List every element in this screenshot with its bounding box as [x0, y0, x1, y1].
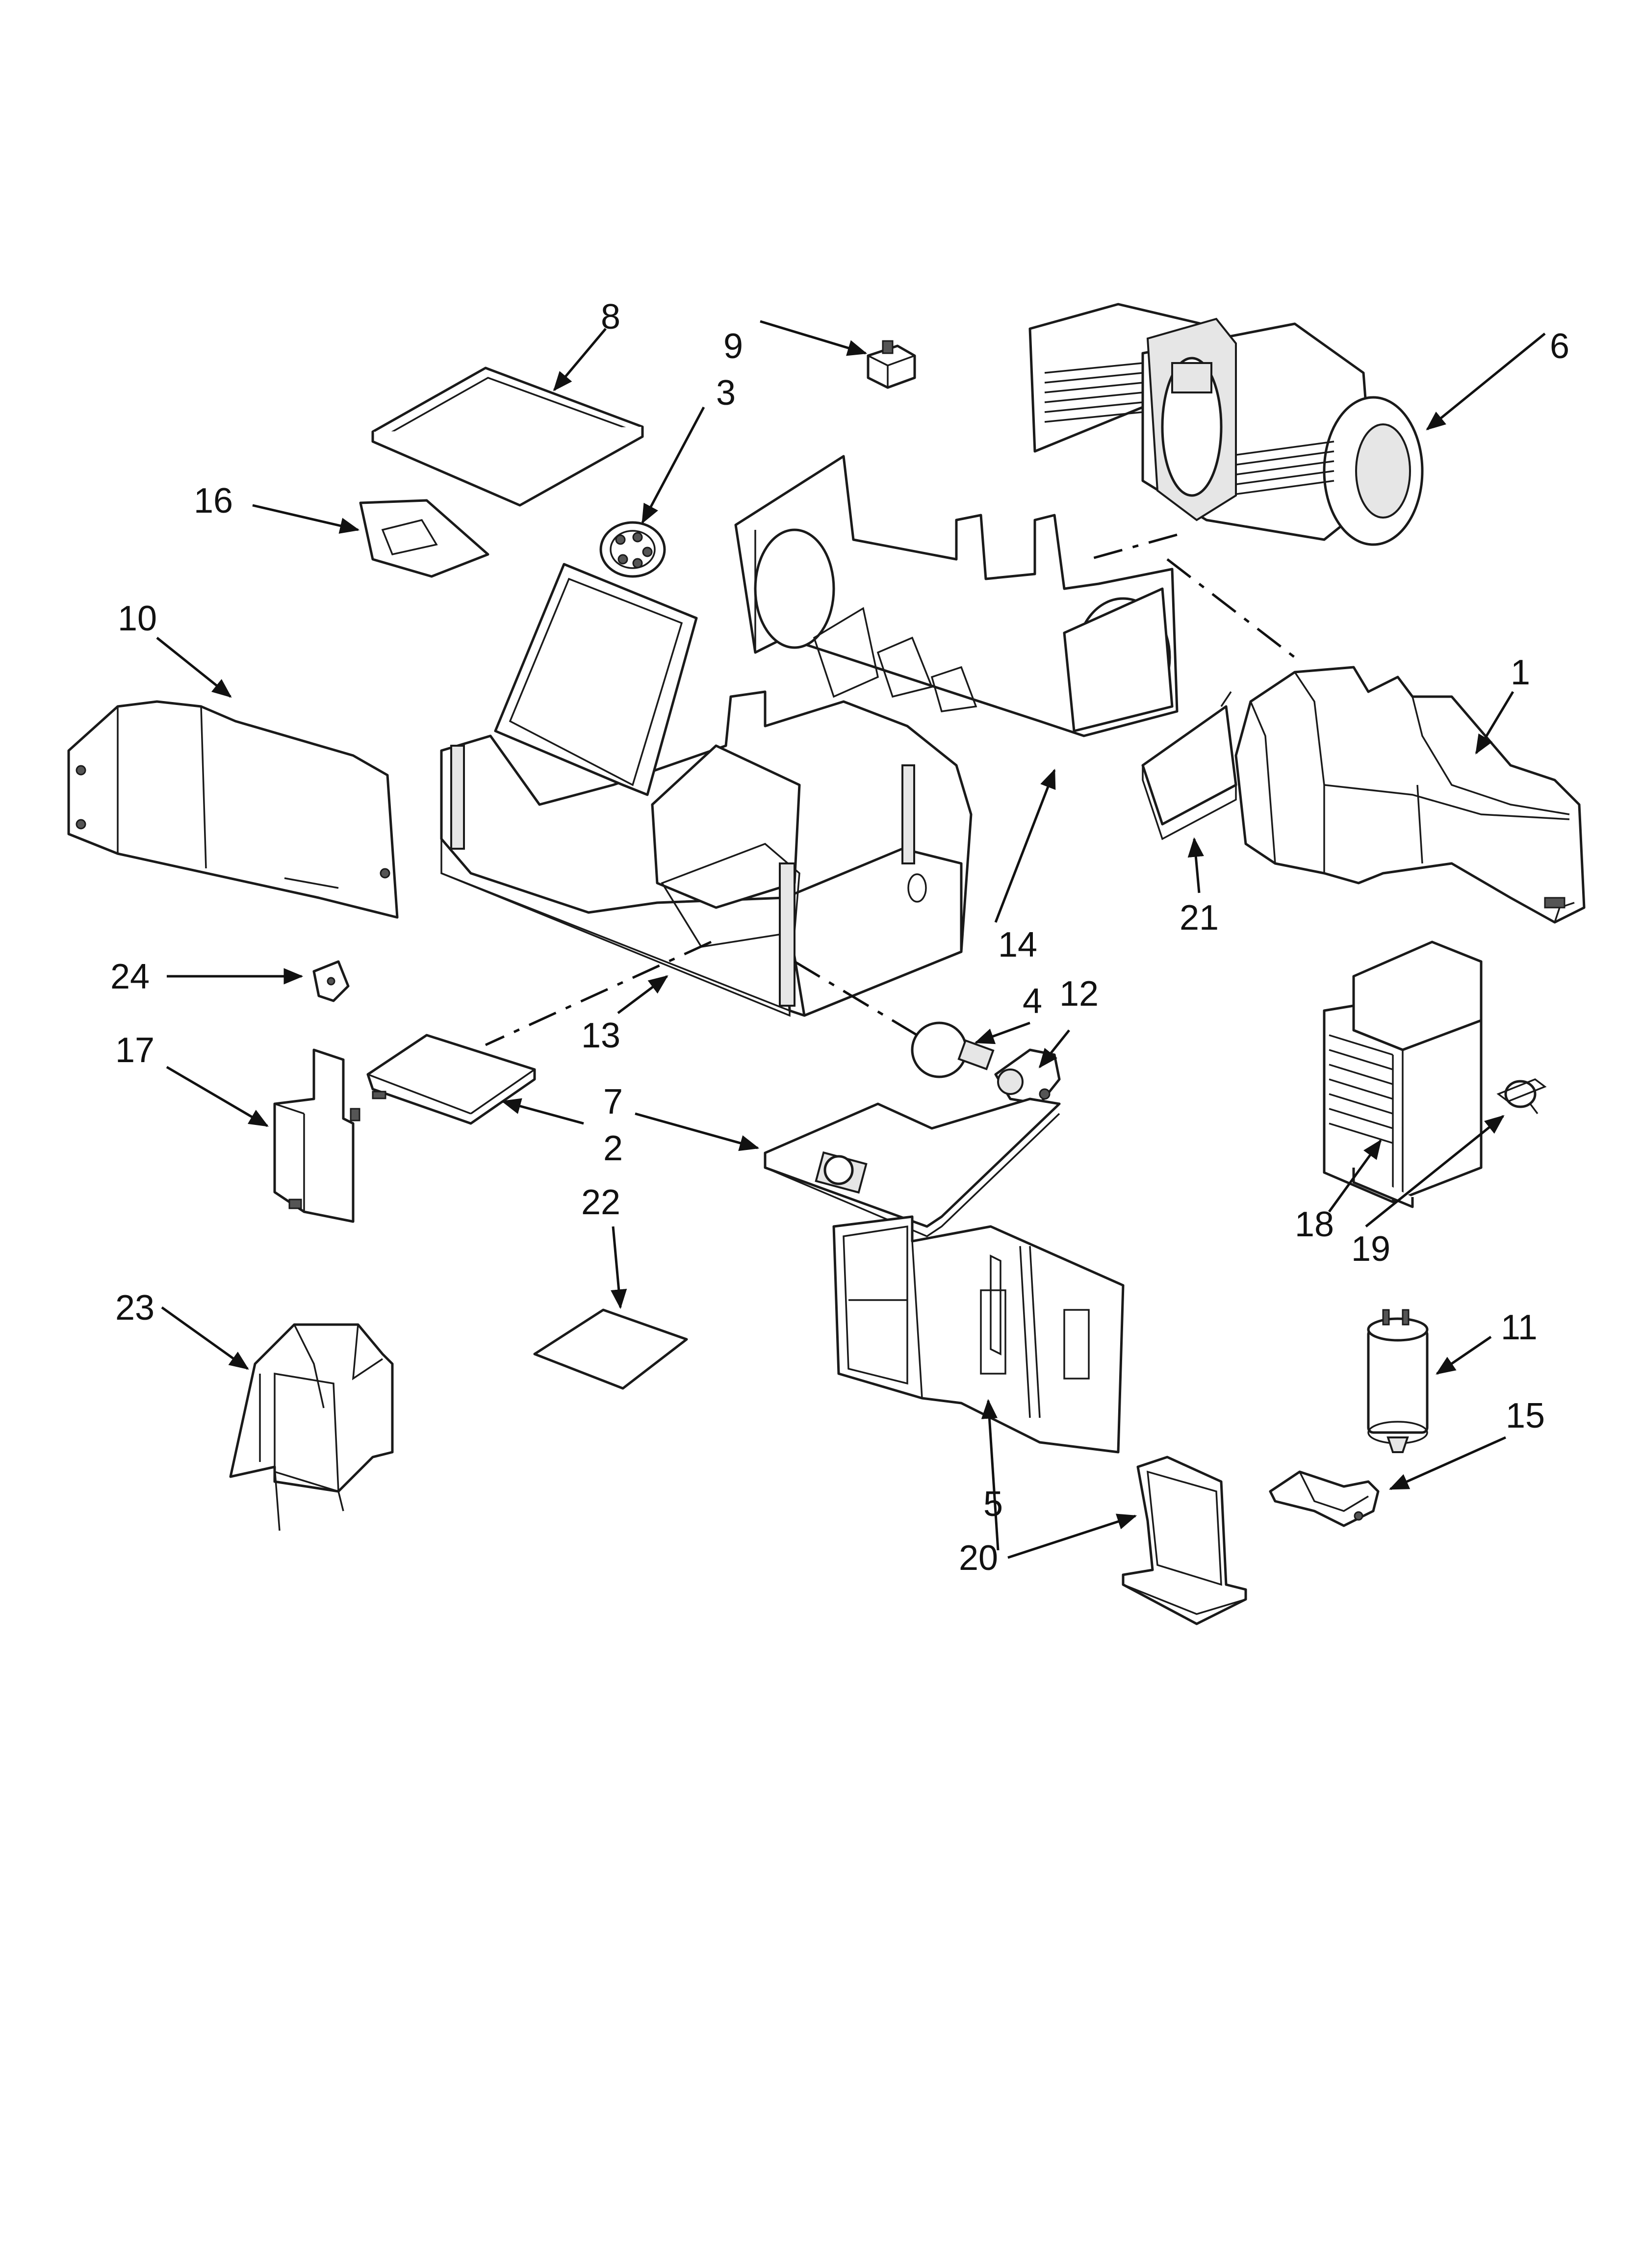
callout-24: 24 [110, 957, 150, 996]
callout-14: 14 [998, 925, 1037, 965]
callout-7: 7 [603, 1082, 623, 1121]
part-6-blower-motor [1028, 303, 1424, 546]
part-24-clip [312, 960, 350, 1002]
callout-numbers: 8 9 3 6 16 10 1 21 14 24 4 12 13 17 7 2 … [110, 297, 1569, 1578]
callout-1: 1 [1511, 653, 1530, 692]
part-12-socket [994, 1048, 1061, 1105]
callout-13: 13 [581, 1016, 620, 1055]
part-20-chute [1122, 1456, 1247, 1625]
part-5-panel [832, 1215, 1125, 1454]
part-16-plate [359, 499, 489, 578]
callout-5: 5 [983, 1485, 1003, 1524]
part-14-duct-assembly [734, 455, 1179, 737]
callout-6: 6 [1550, 327, 1569, 366]
callout-10: 10 [118, 599, 157, 638]
part-2-cover-plate [366, 1034, 536, 1125]
callout-15: 15 [1506, 1396, 1545, 1435]
assembly-lines [485, 533, 1296, 1046]
part-4-bulb [911, 1021, 995, 1078]
callout-9: 9 [723, 327, 743, 366]
callout-8: 8 [601, 297, 620, 337]
part-15-bracket [1269, 1470, 1380, 1527]
part-18-transformer [1323, 940, 1483, 1208]
part-3-round-component [599, 521, 666, 578]
callout-21: 21 [1180, 898, 1219, 938]
part-7-mounting-plate [764, 1097, 1061, 1237]
part-22-sheet [533, 1308, 688, 1390]
part-19-thermal-switch [1496, 1078, 1547, 1115]
leader-arrows [156, 320, 1546, 1559]
part-8-filter-frame [371, 366, 644, 507]
callout-11: 11 [1501, 1308, 1538, 1347]
part-9-switch [867, 340, 916, 389]
callout-20: 20 [959, 1538, 998, 1578]
part-10-side-panel [67, 700, 399, 919]
callout-17: 17 [115, 1031, 154, 1070]
part-21-plate [1141, 691, 1237, 840]
part-13-base-chassis [440, 563, 973, 1017]
callout-19: 19 [1351, 1229, 1390, 1269]
callout-4: 4 [1023, 982, 1042, 1021]
part-1-air-duct [1234, 666, 1586, 924]
callout-23: 23 [115, 1288, 154, 1328]
callout-16: 16 [194, 481, 233, 521]
callout-22: 22 [581, 1183, 620, 1222]
part-11-capacitor [1367, 1309, 1429, 1453]
part-17-bracket [273, 1048, 360, 1223]
callout-18: 18 [1295, 1205, 1334, 1244]
callout-12: 12 [1059, 974, 1099, 1014]
callout-3: 3 [716, 373, 736, 413]
callout-2: 2 [603, 1129, 623, 1168]
part-23-box-bracket [229, 1323, 394, 1531]
